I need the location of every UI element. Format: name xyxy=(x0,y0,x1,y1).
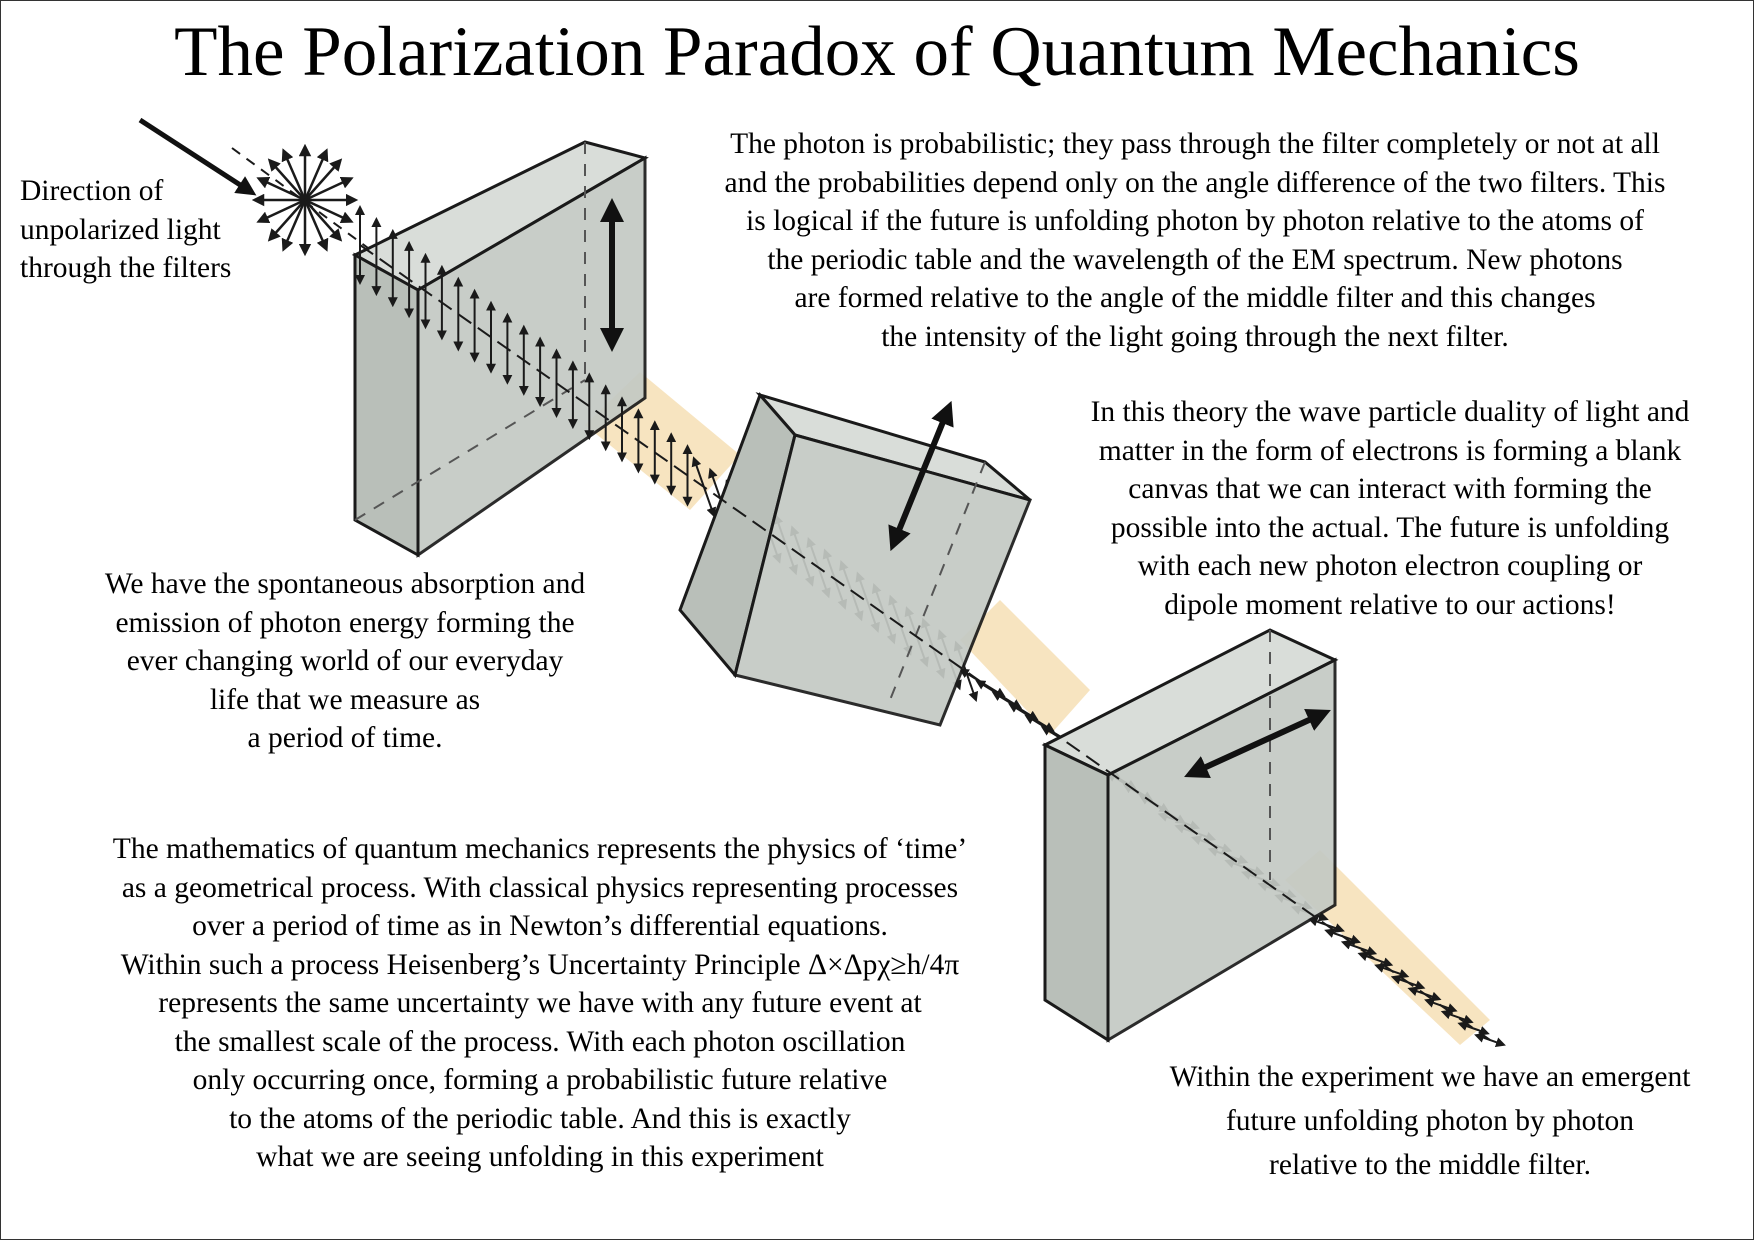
direction-label: Direction of unpolarized light through t… xyxy=(20,175,232,284)
wave-arrow xyxy=(1457,1021,1490,1036)
filter-2-axis-arrow xyxy=(888,400,954,552)
filter-3-axis-arrow xyxy=(1184,709,1331,778)
text-bottom-right: Within the experiment we have an emergen… xyxy=(1169,1061,1691,1181)
unpolarized-light-icon xyxy=(251,143,359,257)
text-middle-left: We have the spontaneous absorption and e… xyxy=(104,568,586,754)
filter-1 xyxy=(351,140,649,558)
wave-arrow xyxy=(1340,940,1378,956)
text-bottom-left: The mathematics of quantum mechanics rep… xyxy=(112,833,968,1173)
beam-axis xyxy=(359,244,1491,1041)
page-title: The Polarization Paradox of Quantum Mech… xyxy=(174,13,1580,91)
input-pointer-arrow xyxy=(138,117,257,196)
beam-segment-2 xyxy=(960,600,1090,735)
wave-arrow xyxy=(1357,951,1394,967)
text-top-right: The photon is probabilistic; they pass t… xyxy=(724,128,1666,353)
wave-arrow xyxy=(1440,1009,1474,1025)
filter-2 xyxy=(678,392,1033,727)
text-middle-right: In this theory the wave particle duality… xyxy=(1090,396,1690,621)
